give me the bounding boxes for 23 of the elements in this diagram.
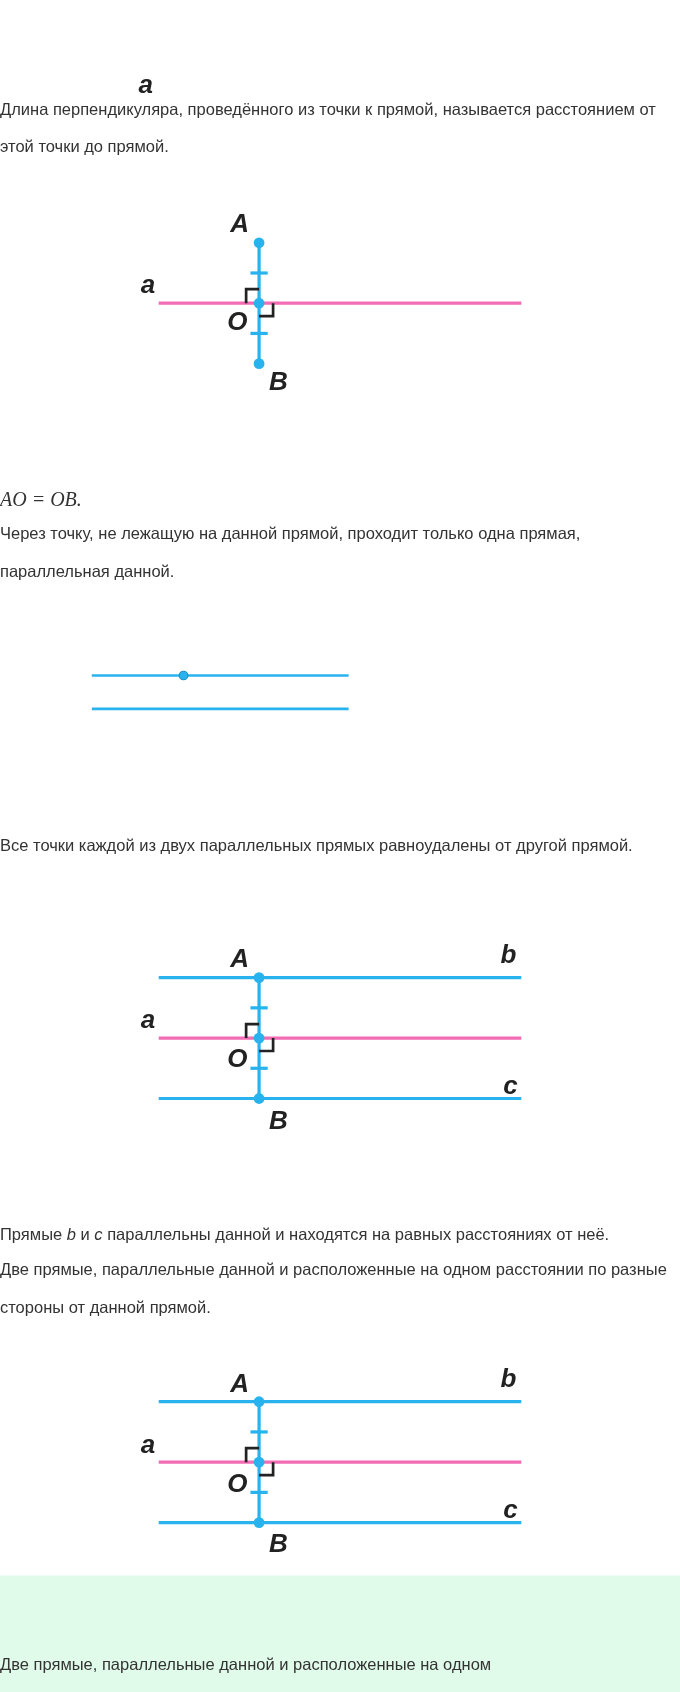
line-label: c — [503, 1495, 518, 1522]
point-label: B — [269, 1107, 288, 1134]
point-label: A — [230, 945, 249, 972]
line-label: c — [503, 1071, 518, 1098]
line-label: a — [140, 270, 156, 297]
line-label: b — [500, 941, 517, 968]
point-label: B — [269, 368, 288, 394]
line-label: a — [140, 1431, 156, 1458]
line-label: b — [500, 1365, 517, 1392]
paragraph: Две прямые, параллельные данной и расположенные на одном — [0, 1654, 493, 1676]
point-label: B — [269, 1530, 288, 1557]
paragraph: Прямые b и c параллельны данной и находятся на равных расстояниях от неё. — [0, 1224, 611, 1246]
point-label: O — [227, 307, 248, 334]
line-label: a — [138, 71, 153, 98]
point-label: O — [227, 1044, 248, 1071]
paragraph: Две прямые, параллельные данной и расположенные на одном расстоянии по разные стороны от данной прямой. — [0, 1258, 668, 1318]
point-label: A — [230, 1369, 249, 1396]
point-label: O — [227, 1470, 248, 1497]
paragraph: Через точку, не лежащую на данной прямой, проходит только одна прямая, параллельная данной. — [0, 522, 582, 582]
paragraph: Длина перпендикуляра, проведённого из точки к прямой, называется расстоянием от этой точки до прямой. — [0, 98, 657, 158]
line-label: a — [140, 1005, 156, 1032]
paragraph: Все точки каждой из двух параллельных прямых равноудалены от другой прямой. — [0, 834, 634, 856]
point-label: A — [230, 210, 249, 237]
